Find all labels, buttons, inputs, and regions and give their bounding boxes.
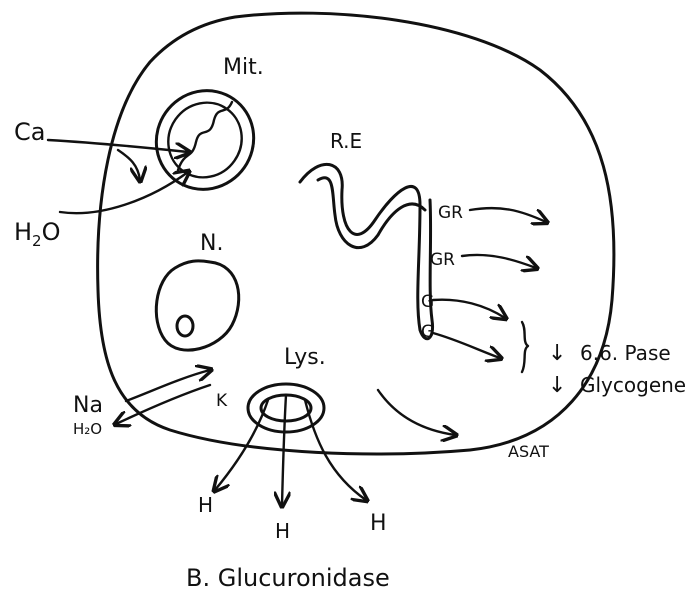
label-h-right: H [370, 511, 387, 536]
gr2-arrow [462, 255, 536, 268]
mitochondrion [137, 72, 273, 209]
label-h2o-small: H₂O [73, 420, 102, 438]
down-arrow-2: ↓ [548, 373, 566, 398]
h2o-arrow [60, 172, 188, 213]
label-lys: Lys. [284, 345, 326, 370]
label-g1: G [421, 292, 434, 312]
label-h-left: H [198, 493, 213, 517]
g2-arrow [433, 333, 500, 358]
brace [522, 322, 528, 372]
label-h-mid: H [275, 519, 290, 543]
label-h2o: H2O [14, 218, 60, 250]
na-k-arrow [126, 370, 210, 401]
label-na: Na [73, 393, 103, 418]
label-k: K [216, 391, 228, 411]
label-gr2: GR [430, 250, 455, 270]
asat-arrow [378, 390, 455, 435]
label-re: R.E [330, 129, 362, 153]
label-asat: ASAT [508, 442, 549, 461]
h-right-arrow [305, 400, 366, 500]
label-g2: G [421, 322, 434, 342]
ca-curve-arrow [118, 150, 140, 180]
label-b-glucuronidase: B. Glucuronidase [186, 564, 390, 592]
label-glycogene: Glycogene [580, 373, 686, 397]
down-arrow-1: ↓ [548, 341, 566, 366]
g1-arrow [433, 300, 505, 318]
label-mit: Mit. [223, 55, 264, 80]
gr1-arrow [470, 208, 546, 222]
label-n: N. [200, 231, 223, 256]
endoplasmic-reticulum [300, 164, 433, 338]
label-g6pase: 6.6. Pase [580, 341, 671, 365]
label-gr1: GR [438, 203, 463, 223]
nucleus [156, 261, 238, 350]
label-ca: Ca [14, 118, 45, 146]
